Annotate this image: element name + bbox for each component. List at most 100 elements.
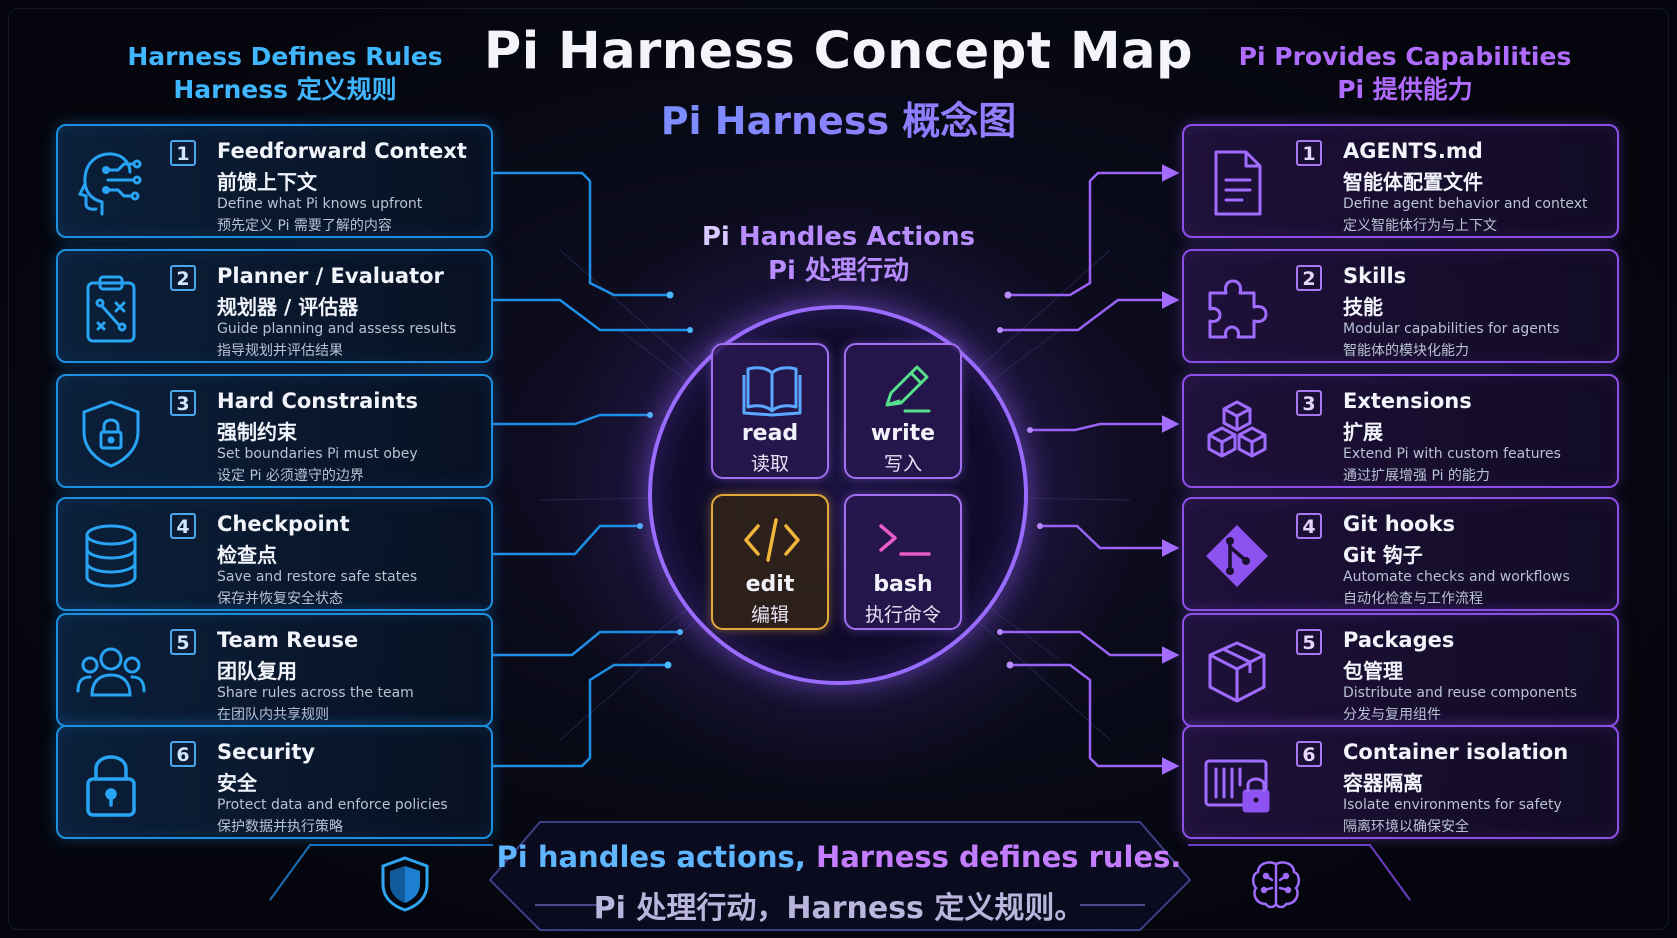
card-desc-en: Share rules across the team bbox=[217, 685, 414, 701]
team-icon bbox=[76, 647, 146, 697]
shield-lock-icon bbox=[82, 400, 140, 468]
card-number: 4 bbox=[170, 513, 196, 539]
card-desc-en: Define what Pi knows upfront bbox=[217, 196, 423, 212]
card-desc-en: Define agent behavior and context bbox=[1343, 196, 1588, 212]
tool-label-en: edit bbox=[745, 572, 795, 597]
brain-icon bbox=[1252, 861, 1300, 909]
card-number: 1 bbox=[1296, 140, 1322, 166]
right-section-header: Pi Provides Capabilities Pi 提供能力 bbox=[1185, 40, 1625, 106]
card-title-zh: 扩展 bbox=[1343, 420, 1383, 444]
clipboard-plan-icon bbox=[86, 275, 136, 343]
card-title-zh: 安全 bbox=[217, 771, 257, 795]
tool-label-en: bash bbox=[873, 572, 933, 597]
card-desc-en: Save and restore safe states bbox=[217, 569, 418, 585]
card-title-zh: 规划器 / 评估器 bbox=[217, 295, 359, 319]
card-desc-zh: 隔离环境以确保安全 bbox=[1343, 819, 1469, 835]
card-desc-en: Modular capabilities for agents bbox=[1343, 321, 1560, 337]
rule-card-security: 6 Security 安全 Protect data and enforce p… bbox=[56, 725, 493, 839]
capability-card-skills: 2 Skills 技能 Modular capabilities for age… bbox=[1182, 249, 1619, 363]
capability-card-container-isolation: 6 Container isolation 容器隔离 Isolate envir… bbox=[1182, 725, 1619, 839]
card-desc-en: Automate checks and workflows bbox=[1343, 569, 1570, 585]
card-number: 2 bbox=[170, 265, 196, 291]
shield-icon bbox=[381, 856, 429, 912]
tool-label-en: read bbox=[741, 421, 799, 446]
pencil-icon bbox=[885, 365, 931, 413]
card-desc-zh: 通过扩展增强 Pi 的能力 bbox=[1343, 468, 1490, 484]
card-title-zh: 包管理 bbox=[1343, 659, 1403, 683]
tool-label-zh: 写入 bbox=[883, 453, 922, 475]
card-title-en: Security bbox=[217, 740, 316, 764]
center-header-pi: Pi bbox=[701, 222, 730, 252]
card-title-zh: 技能 bbox=[1343, 295, 1383, 319]
card-title-en: Planner / Evaluator bbox=[217, 264, 444, 288]
card-title-zh: 容器隔离 bbox=[1343, 771, 1423, 795]
card-title-zh: 智能体配置文件 bbox=[1343, 170, 1483, 194]
card-number: 5 bbox=[1296, 629, 1322, 655]
card-number: 1 bbox=[170, 140, 196, 166]
capability-card-git-hooks: 4 Git hooks Git 钩子 Automate checks and w… bbox=[1182, 497, 1619, 611]
card-number: 6 bbox=[170, 741, 196, 767]
card-title-en: Container isolation bbox=[1343, 740, 1569, 764]
document-icon bbox=[1214, 150, 1262, 216]
head-circuit-icon bbox=[77, 152, 142, 216]
card-desc-zh: 预先定义 Pi 需要了解的内容 bbox=[217, 218, 392, 234]
tool-label-zh: 读取 bbox=[750, 453, 789, 475]
card-desc-zh: 保存并恢复安全状态 bbox=[217, 591, 343, 607]
cubes-icon bbox=[1207, 400, 1267, 458]
left-header-en: Harness Defines Rules bbox=[127, 42, 443, 71]
card-title-en: Git hooks bbox=[1343, 512, 1456, 536]
rule-card-checkpoint: 4 Checkpoint 检查点 Save and restore safe s… bbox=[56, 497, 493, 611]
card-desc-zh: 分发与复用组件 bbox=[1343, 707, 1441, 723]
capability-card-agents-md: 1 AGENTS.md 智能体配置文件 Define agent behavio… bbox=[1182, 124, 1619, 238]
center-header-zh: Pi 处理行动 bbox=[767, 256, 910, 286]
center-header-en: Handles Actions bbox=[729, 222, 976, 252]
tool-read: read 读取 bbox=[711, 343, 829, 479]
page-subtitle: Pi Harness 概念图 bbox=[0, 90, 1677, 145]
git-icon bbox=[1206, 525, 1268, 587]
rule-card-hard-constraints: 3 Hard Constraints 强制约束 Set boundaries P… bbox=[56, 374, 493, 488]
card-desc-en: Protect data and enforce policies bbox=[217, 797, 448, 813]
card-number: 5 bbox=[170, 629, 196, 655]
book-icon bbox=[742, 366, 802, 417]
card-desc-zh: 保护数据并执行策略 bbox=[217, 819, 343, 835]
card-title-en: Checkpoint bbox=[217, 512, 350, 536]
padlock-icon bbox=[86, 755, 136, 817]
banner-line-1-a: Pi handles actions, bbox=[496, 840, 806, 874]
banner-line-2: Pi 处理行动，Harness 定义规则。 bbox=[593, 891, 1085, 926]
card-desc-en: Isolate environments for safety bbox=[1343, 797, 1562, 813]
summary-banner: Pi handles actions, Harness defines rule… bbox=[490, 820, 1188, 938]
center-section-header: Pi Handles Actions Pi 处理行动 bbox=[620, 220, 1057, 288]
rule-card-feedforward-context: 1 Feedforward Context 前馈上下文 Define what … bbox=[56, 124, 493, 238]
tool-write: write 写入 bbox=[844, 343, 962, 479]
card-desc-zh: 设定 Pi 必须遵守的边界 bbox=[217, 468, 364, 484]
package-box-icon bbox=[1208, 641, 1266, 703]
card-title-en: AGENTS.md bbox=[1343, 139, 1483, 163]
capability-card-extensions: 3 Extensions 扩展 Extend Pi with custom fe… bbox=[1182, 374, 1619, 488]
card-number: 6 bbox=[1296, 741, 1322, 767]
card-title-en: Packages bbox=[1343, 628, 1455, 652]
card-desc-en: Extend Pi with custom features bbox=[1343, 446, 1561, 462]
tool-edit: edit 编辑 bbox=[711, 494, 829, 630]
left-section-header: Harness Defines Rules Harness 定义规则 bbox=[65, 40, 505, 106]
card-desc-zh: 定义智能体行为与上下文 bbox=[1343, 218, 1497, 234]
actions-circle bbox=[648, 305, 1028, 685]
card-number: 2 bbox=[1296, 265, 1322, 291]
card-title-en: Feedforward Context bbox=[217, 139, 467, 163]
card-desc-en: Guide planning and assess results bbox=[217, 321, 457, 337]
card-title-en: Extensions bbox=[1343, 389, 1472, 413]
tool-label-en: write bbox=[870, 421, 936, 446]
card-number: 3 bbox=[170, 390, 196, 416]
card-desc-en: Distribute and reuse components bbox=[1343, 685, 1577, 701]
card-number: 3 bbox=[1296, 390, 1322, 416]
right-header-en: Pi Provides Capabilities bbox=[1238, 42, 1572, 71]
card-title-en: Skills bbox=[1343, 264, 1407, 288]
card-number: 4 bbox=[1296, 513, 1322, 539]
banner-line-1-b: Harness defines rules. bbox=[805, 840, 1182, 874]
card-title-zh: 前馈上下文 bbox=[217, 170, 317, 194]
container-lock-icon bbox=[1204, 759, 1270, 813]
card-desc-en: Set boundaries Pi must obey bbox=[217, 446, 418, 462]
card-desc-zh: 在团队内共享规则 bbox=[217, 707, 329, 723]
card-title-zh: 强制约束 bbox=[217, 420, 297, 444]
banner-line-1: Pi handles actions, Harness defines rule… bbox=[490, 840, 1188, 874]
